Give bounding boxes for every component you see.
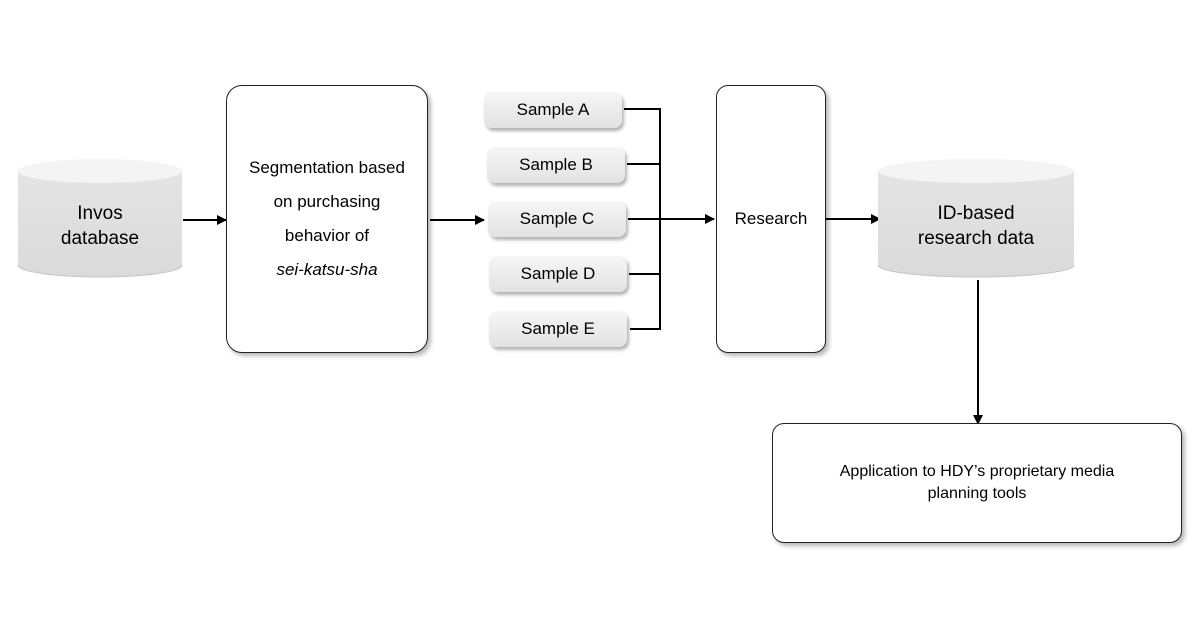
research-data-label-line1: ID-based — [937, 203, 1015, 224]
research-box: Research — [716, 85, 826, 353]
database-label-line1: Invos — [77, 203, 123, 224]
segmentation-line4: sei-katsu-sha — [276, 260, 378, 279]
research-data-label-line2: research data — [917, 228, 1035, 249]
segmentation-line1: Segmentation based — [249, 158, 405, 177]
sample-a: Sample A — [484, 92, 622, 128]
database-icon — [17, 159, 183, 278]
research-label: Research — [734, 209, 808, 228]
database-icon — [877, 159, 1075, 278]
sample-b: Sample B — [487, 147, 625, 183]
application-box: Application to HDY’s proprietary media p… — [772, 423, 1182, 543]
segmentation-line2: on purchasing — [273, 192, 381, 211]
sample-d: Sample D — [489, 256, 627, 292]
research-data-cylinder: ID-based research data — [876, 157, 1076, 281]
segmentation-line3: behavior of — [284, 226, 370, 245]
segmentation-box: Segmentation based on purchasing behavio… — [226, 85, 428, 353]
application-line2: planning tools — [927, 485, 1027, 502]
application-line1: Application to HDY’s proprietary media — [839, 463, 1115, 480]
database-label-line2: database — [60, 228, 140, 249]
sample-e: Sample E — [489, 311, 627, 347]
sample-c: Sample C — [488, 201, 626, 237]
invos-database-cylinder: Invos database — [16, 157, 184, 281]
